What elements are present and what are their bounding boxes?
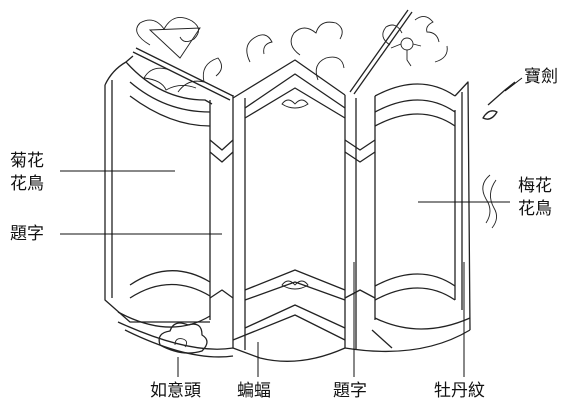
label-plum-line1: 梅花	[518, 176, 552, 196]
bat-motif-top	[281, 99, 309, 109]
label-chrysanthemum-line1: 菊花	[10, 151, 44, 171]
label-peony: 牡丹紋	[434, 381, 485, 401]
leader-sword	[504, 77, 523, 92]
sword-motif	[371, 81, 516, 349]
top-cloud-scrolls	[132, 9, 448, 101]
label-ruyi-head: 如意頭	[150, 381, 201, 401]
label-chrysanthemum-line2: 花鳥	[10, 174, 44, 194]
ruyi-head-motif	[158, 322, 208, 354]
label-inscription-left: 題字	[10, 224, 44, 244]
lantern-panels	[104, 55, 471, 362]
label-bat: 蝙蝠	[237, 381, 271, 401]
label-plum-line2: 花鳥	[518, 199, 552, 219]
bat-motif-bottom	[281, 280, 309, 290]
label-inscription-bottom: 題字	[333, 381, 367, 401]
leader-lines	[60, 77, 523, 377]
label-sword: 寶劍	[524, 67, 558, 87]
